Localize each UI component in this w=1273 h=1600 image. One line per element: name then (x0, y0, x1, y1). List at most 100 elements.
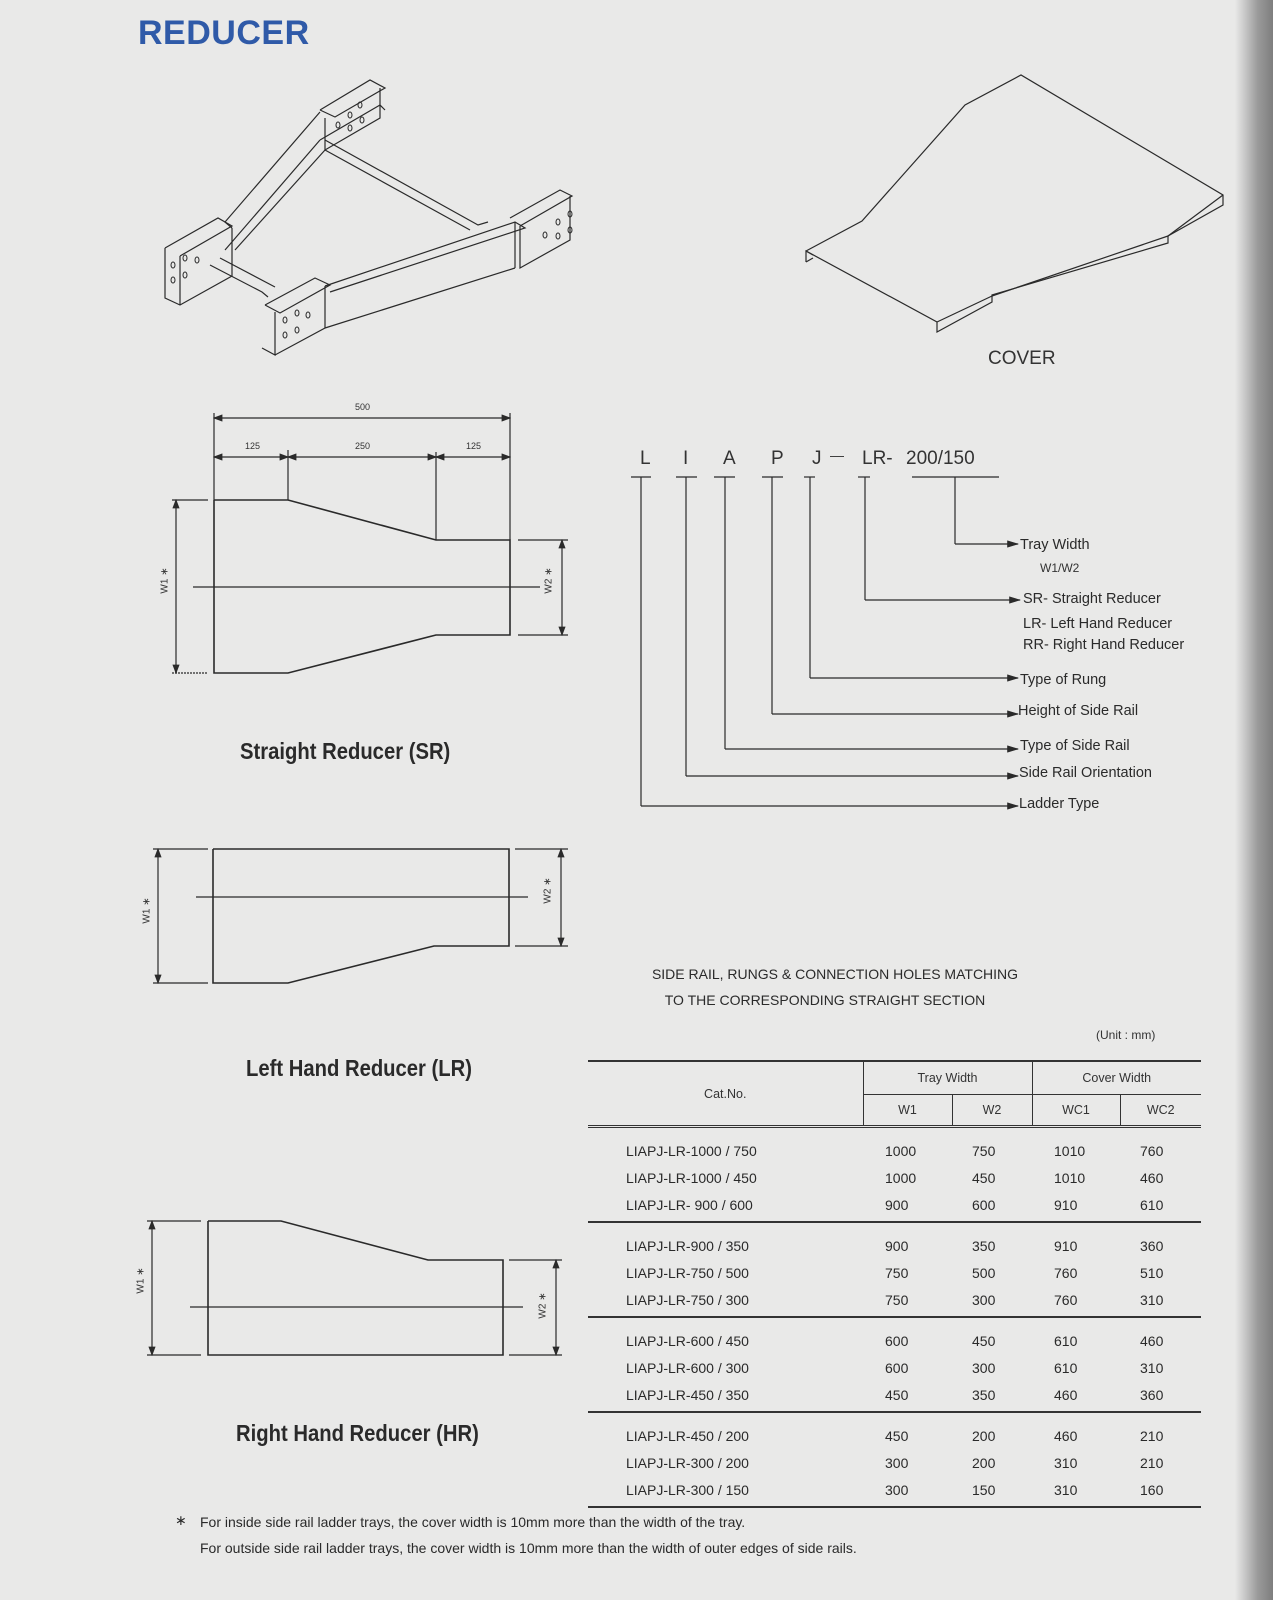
w2-cell: 150 (952, 1476, 1032, 1508)
cat-no-cell: LIAPJ-LR-1000 / 450 (626, 1169, 757, 1186)
w1-cell: 450 (885, 1427, 909, 1444)
wc2-cell: 760 (1140, 1142, 1164, 1159)
w2-cell: 500 (972, 1264, 996, 1281)
w2-cell: 600 (952, 1191, 1032, 1223)
wc1-cell: 310 (1054, 1454, 1078, 1471)
wc1-cell: 1010 (1054, 1142, 1086, 1159)
wc1-cell: 760 (1054, 1264, 1078, 1281)
legend-side-rail-orientation: Side Rail Orientation (1019, 765, 1152, 781)
dim-left: 125 (245, 441, 261, 451)
wc1-cell: 1010 (1054, 1169, 1086, 1186)
cat-no-cell: LIAPJ-LR-750 / 500 (626, 1264, 749, 1281)
header-cover-width: Cover Width (1031, 1061, 1201, 1095)
legend-type-of-rung: Type of Rung (1020, 672, 1107, 688)
left-reducer-caption: Left Hand Reducer (LR) (246, 1055, 473, 1081)
wc1-cell: 760 (1032, 1286, 1120, 1318)
legend-tray-width-sub: W1/W2 (1040, 561, 1080, 575)
code-char-j: J (812, 448, 822, 469)
header-w1: W1 (862, 1094, 952, 1128)
w1-cell: 1000 (885, 1142, 917, 1159)
cat-no-cell: LIAPJ-LR-450 / 200 (626, 1427, 749, 1444)
hr-w1-label: W1 ∗ (135, 1267, 147, 1294)
header-wc1: WC1 (1031, 1094, 1120, 1128)
left-reducer-drawing (153, 847, 568, 985)
code-char-width: 200/150 (906, 448, 975, 469)
w1-cell: 600 (885, 1359, 909, 1376)
legend-left-hand-reducer: LR- Left Hand Reducer (1023, 616, 1173, 632)
wc2-cell: 210 (1140, 1454, 1164, 1471)
dim-total: 500 (355, 402, 371, 412)
code-char-p: P (771, 448, 784, 469)
dim-mid: 250 (355, 441, 371, 451)
cat-no-cell: LIAPJ-LR-600 / 450 (626, 1332, 749, 1349)
footnote-line2: For outside side rail ladder trays, the … (200, 1540, 857, 1556)
matching-note-line2: TO THE CORRESPONDING STRAIGHT SECTION (664, 992, 986, 1008)
straight-reducer-drawing (172, 413, 568, 675)
w1-cell: 1000 (885, 1169, 917, 1186)
wc1-cell: 310 (1032, 1476, 1120, 1508)
spec-table: Cat.No. Tray Width Cover Width W1 W2 WC1… (588, 1060, 1201, 1508)
wc2-cell: 310 (1120, 1286, 1201, 1318)
wc2-cell: 160 (1120, 1476, 1201, 1508)
header-tray-width: Tray Width (862, 1061, 1032, 1095)
wc1-cell: 910 (1032, 1191, 1120, 1223)
wc1-cell: 910 (1054, 1237, 1078, 1254)
wc2-cell: 310 (1140, 1359, 1164, 1376)
w1-cell: 600 (885, 1332, 909, 1349)
reducer-isometric-drawing (164, 79, 574, 357)
legend-ladder-type: Ladder Type (1019, 796, 1100, 812)
footnote-line1: For inside side rail ladder trays, the c… (200, 1514, 746, 1530)
cover-isometric-drawing (805, 74, 1224, 334)
wc2-cell: 610 (1120, 1191, 1201, 1223)
cover-label: COVER (988, 348, 1056, 369)
page-title: REDUCER (138, 14, 310, 52)
wc2-cell: 210 (1140, 1427, 1164, 1444)
w2-cell: 200 (972, 1427, 996, 1444)
w1-cell: 900 (863, 1191, 952, 1223)
wc1-cell: 610 (1054, 1332, 1078, 1349)
w1-cell: 450 (863, 1381, 952, 1413)
code-char-l: L (640, 448, 651, 469)
straight-reducer-caption: Straight Reducer (SR) (240, 738, 451, 764)
w1-cell: 300 (885, 1454, 909, 1471)
code-char-a: A (723, 448, 736, 469)
header-w2: W2 (951, 1094, 1032, 1128)
w2-cell: 300 (952, 1286, 1032, 1318)
w1-cell: 300 (863, 1476, 952, 1508)
w2-cell: 450 (972, 1169, 996, 1186)
code-leader-lines (631, 476, 1022, 810)
header-cat-no: Cat.No. (588, 1061, 863, 1128)
lr-w2-label: W2 ∗ (542, 877, 554, 904)
table-row: LIAPJ-LR-750 / 500 750 500 760 510 (588, 1259, 1201, 1286)
wc2-cell: 360 (1140, 1237, 1164, 1254)
wc1-cell: 460 (1054, 1427, 1078, 1444)
w2-cell: 750 (972, 1142, 996, 1159)
code-dash: — (830, 447, 844, 463)
w1-cell: 900 (885, 1237, 909, 1254)
w2-cell: 300 (972, 1359, 996, 1376)
legend-type-of-side-rail: Type of Side Rail (1020, 738, 1130, 754)
wc2-cell: 510 (1140, 1264, 1164, 1281)
hr-w2-label: W2 ∗ (537, 1292, 549, 1319)
cat-no-cell: LIAPJ-LR-450 / 350 (588, 1381, 863, 1413)
wc1-cell: 460 (1032, 1381, 1120, 1413)
table-row: LIAPJ-LR-1000 / 450 1000 450 1010 460 (588, 1164, 1201, 1191)
w1-label: W1 ∗ (159, 567, 171, 594)
right-reducer-caption: Right Hand Reducer (HR) (236, 1420, 479, 1446)
page-edge-shadow (1235, 0, 1273, 1600)
w2-label: W2 ∗ (543, 567, 555, 594)
w2-cell: 350 (972, 1237, 996, 1254)
unit-label: (Unit : mm) (1096, 1028, 1156, 1042)
w1-cell: 750 (885, 1264, 909, 1281)
code-char-lr: LR- (862, 448, 893, 469)
legend-height-of-side-rail: Height of Side Rail (1018, 703, 1139, 719)
wc2-cell: 460 (1140, 1169, 1164, 1186)
code-char-i: I (683, 448, 689, 469)
wc2-cell: 460 (1140, 1332, 1164, 1349)
